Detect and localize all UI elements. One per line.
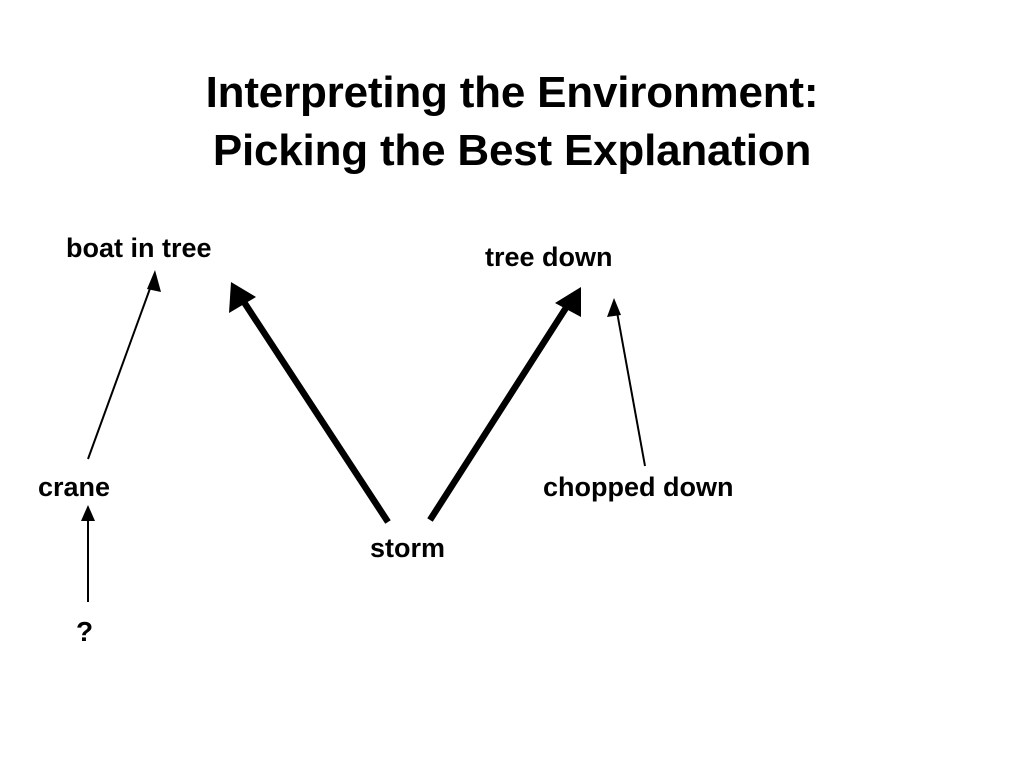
node-tree-down: tree down [485, 242, 613, 272]
edge-storm-to-boat-in-tree [229, 282, 391, 524]
edge-crane-to-boat-in-tree [87, 270, 161, 460]
node-chopped-down: chopped down [543, 472, 734, 502]
edge-chopped-down-to-tree-down [607, 298, 646, 467]
node-boat-in-tree: boat in tree [66, 233, 212, 263]
edge-question-to-crane [81, 505, 95, 602]
node-question-mark: ? [76, 616, 94, 647]
page-title: Interpreting the Environment: Picking th… [205, 68, 819, 176]
node-storm: storm [370, 533, 446, 563]
node-crane: crane [38, 472, 111, 502]
